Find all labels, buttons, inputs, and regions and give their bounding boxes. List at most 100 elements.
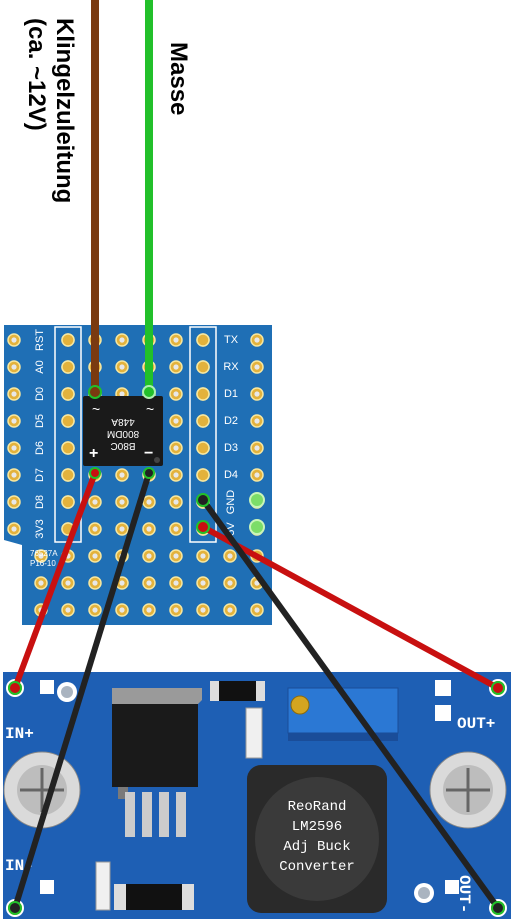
proto-hole-center xyxy=(173,553,179,559)
header-pin xyxy=(196,360,210,374)
proto-hole-center xyxy=(254,445,260,451)
proto-hole-center xyxy=(11,472,17,478)
header-pin xyxy=(61,414,75,428)
proto-hole-center xyxy=(254,580,260,586)
proto-hole-center xyxy=(119,472,125,478)
header-pin xyxy=(196,468,210,482)
proto-hole-center xyxy=(146,607,152,613)
proto-hole-center xyxy=(173,607,179,613)
proto-hole-center xyxy=(254,391,260,397)
shield-pin-label-d4: D4 xyxy=(224,469,238,481)
out-minus-label: OUT- xyxy=(455,875,473,913)
proto-hole-center xyxy=(92,553,98,559)
proto-hole-center xyxy=(11,526,17,532)
bridge-rectifier: ~ ~ + − B80C 800DM 448A xyxy=(83,396,163,466)
proto-hole-center xyxy=(92,499,98,505)
proto-hole-center xyxy=(65,607,71,613)
header-pin xyxy=(61,387,75,401)
header-pin xyxy=(196,333,210,347)
rectifier-ac-left: ~ xyxy=(92,401,100,417)
proto-hole-center xyxy=(11,445,17,451)
shield-pin-label-rx: RX xyxy=(223,361,239,373)
proto-hole-center xyxy=(119,607,125,613)
proto-hole-center xyxy=(119,337,125,343)
proto-hole-center xyxy=(38,553,44,559)
proto-hole-center xyxy=(173,418,179,424)
proto-hole-center xyxy=(92,580,98,586)
inductor-line1: ReoRand xyxy=(288,799,347,815)
proto-hole-center xyxy=(173,580,179,586)
proto-hole-center xyxy=(11,364,17,370)
proto-hole-center xyxy=(173,472,179,478)
proto-hole-center xyxy=(11,337,17,343)
proto-hole-center xyxy=(173,445,179,451)
shield-pin-label-d5: D5 xyxy=(34,414,46,428)
proto-hole-center xyxy=(119,364,125,370)
proto-hole-center xyxy=(119,526,125,532)
proto-hole-center xyxy=(200,580,206,586)
proto-hole-center xyxy=(92,526,98,532)
proto-hole-center xyxy=(173,391,179,397)
shield-pin-label-3v3: 3V3 xyxy=(34,519,46,539)
rectifier-plus: + xyxy=(89,445,98,462)
proto-hole-center xyxy=(254,607,260,613)
connected-pin-marker xyxy=(249,519,265,535)
shield-part-line2: P16-10 xyxy=(30,559,56,568)
header-pin xyxy=(196,387,210,401)
proto-hole-center xyxy=(173,364,179,370)
smd-diode-bottom xyxy=(114,884,194,910)
rectifier-minus: − xyxy=(144,445,153,462)
rectifier-text2: 800DM xyxy=(107,428,139,439)
proto-hole-center xyxy=(92,607,98,613)
shield-pin-label-d3: D3 xyxy=(224,442,238,454)
proto-hole-center xyxy=(173,337,179,343)
proto-hole-center xyxy=(254,364,260,370)
shield-pin-label-d1: D1 xyxy=(224,388,238,400)
header-pin xyxy=(196,414,210,428)
proto-hole-center xyxy=(11,391,17,397)
proto-hole-center xyxy=(254,418,260,424)
inductor-line3: Adj Buck xyxy=(283,839,350,855)
proto-hole-center xyxy=(173,526,179,532)
shield-pin-label-d6: D6 xyxy=(34,441,46,455)
proto-hole-center xyxy=(146,580,152,586)
connected-pin-marker xyxy=(249,492,265,508)
black-wire-in xyxy=(12,472,152,909)
out-plus-label: OUT+ xyxy=(457,715,495,733)
proto-hole-center xyxy=(146,526,152,532)
shield-pin-label-gnd: GND xyxy=(225,490,237,515)
rectifier-text3: 448A xyxy=(111,416,135,427)
header-pin xyxy=(61,441,75,455)
header-pin xyxy=(61,360,75,374)
red-wire-out xyxy=(201,524,500,691)
proto-hole-center xyxy=(119,580,125,586)
proto-hole-center xyxy=(119,499,125,505)
proto-hole-center xyxy=(227,607,233,613)
lm2596-regulator xyxy=(112,688,202,837)
shield-part-line1: 76527A xyxy=(30,549,58,558)
header-pin xyxy=(61,333,75,347)
proto-hole-center xyxy=(146,553,152,559)
inductor: ReoRand LM2596 Adj Buck Converter xyxy=(247,765,387,913)
proto-hole-center xyxy=(227,553,233,559)
output-capacitor xyxy=(429,751,507,829)
black-wire-out xyxy=(200,498,501,910)
proto-hole-center xyxy=(254,337,260,343)
proto-hole-center xyxy=(11,499,17,505)
proto-hole-center xyxy=(200,607,206,613)
shield-pin-label-d0: D0 xyxy=(34,387,46,401)
shield-pin-label-rst: RST xyxy=(34,329,46,351)
header-pin xyxy=(61,495,75,509)
in-plus-label: IN+ xyxy=(5,725,34,743)
proto-hole-center xyxy=(38,580,44,586)
header-pin xyxy=(61,468,75,482)
proto-hole-center xyxy=(200,553,206,559)
proto-hole-center xyxy=(119,391,125,397)
right-header-outline xyxy=(189,326,217,543)
rectifier-ac-right: ~ xyxy=(146,401,154,417)
proto-hole-center xyxy=(227,580,233,586)
shield-pin-label-d2: D2 xyxy=(224,415,238,427)
